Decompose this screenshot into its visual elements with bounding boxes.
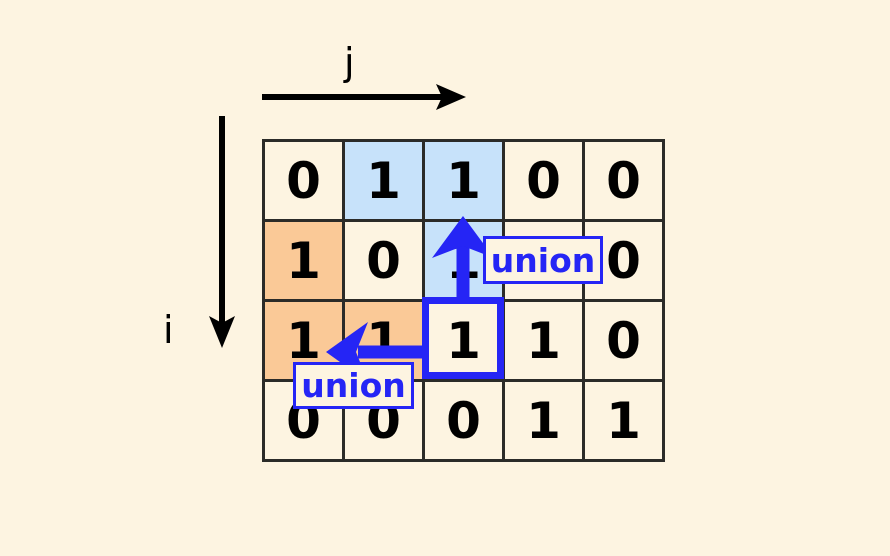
grid-cell[interactable]: 0 bbox=[265, 142, 345, 222]
grid-cell-focus[interactable]: 1 bbox=[425, 302, 505, 382]
union-label-left: union bbox=[293, 362, 414, 409]
grid-cell[interactable]: 0 bbox=[585, 302, 665, 382]
row-axis-label: i bbox=[163, 308, 174, 352]
matrix-grid: 0 1 1 0 0 1 0 1 1 0 1 1 1 1 0 0 0 0 1 1 bbox=[262, 139, 665, 462]
right-arrow-icon bbox=[262, 84, 466, 110]
down-arrow-icon bbox=[209, 116, 235, 348]
grid-cell[interactable]: 0 bbox=[505, 142, 585, 222]
grid-cell[interactable]: 1 bbox=[505, 302, 585, 382]
union-up-arrow-icon bbox=[432, 216, 494, 304]
grid-cell[interactable]: 0 bbox=[345, 222, 425, 302]
grid-cell[interactable]: 0 bbox=[585, 142, 665, 222]
grid-cell[interactable]: 1 bbox=[265, 222, 345, 302]
grid-cell[interactable]: 1 bbox=[585, 382, 665, 462]
grid-cell[interactable]: 1 bbox=[425, 142, 505, 222]
column-axis-label: j bbox=[344, 40, 355, 84]
grid-cell[interactable]: 1 bbox=[345, 142, 425, 222]
union-label-up: union bbox=[483, 236, 603, 284]
grid-cell[interactable]: 1 bbox=[505, 382, 585, 462]
grid-cell[interactable]: 0 bbox=[425, 382, 505, 462]
